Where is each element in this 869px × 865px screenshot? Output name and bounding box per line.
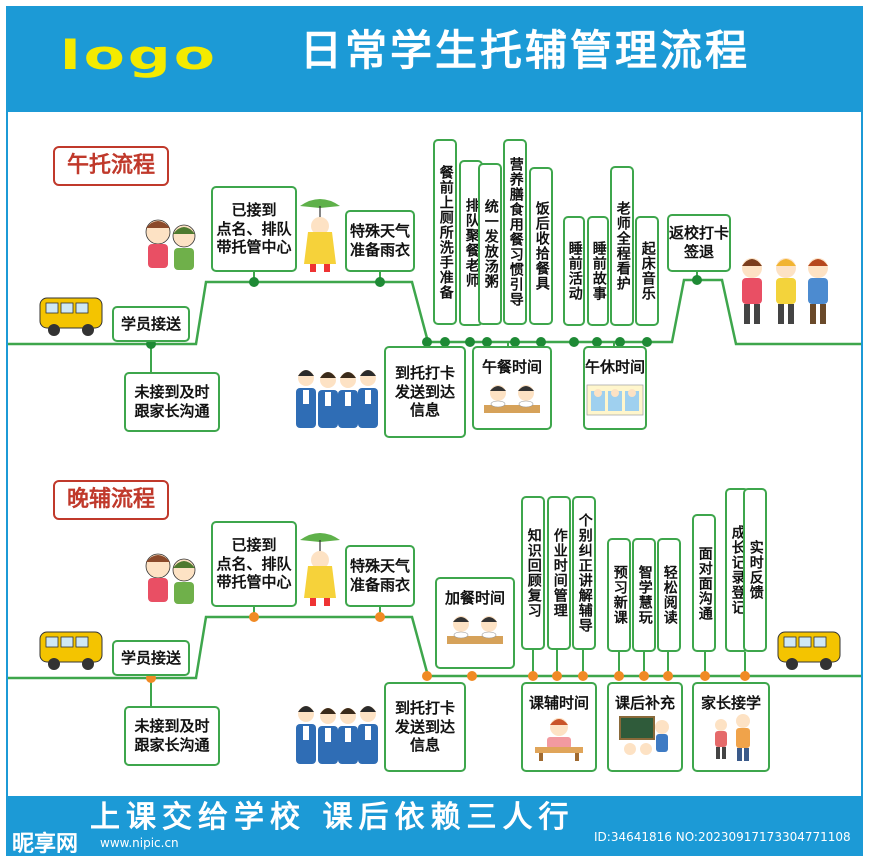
watermark-site: www.nipic.cn	[100, 836, 179, 850]
snack-illustration	[447, 616, 503, 644]
children-illustration	[145, 553, 196, 604]
nap-time-box: 午休时间	[583, 346, 647, 430]
nap-step: 起床音乐	[635, 216, 659, 326]
parent-step: 实时反馈	[743, 488, 767, 652]
footer-slogan: 上课交给学校 课后依赖三人行	[90, 800, 575, 835]
classroom-illustration	[619, 716, 669, 755]
header-bar	[8, 8, 861, 112]
watermark-id: ID:34641816 NO:20230917173304771108	[594, 830, 851, 844]
nap-step: 睡前故事	[587, 216, 609, 326]
afternoon-pickup-box: 学员接送	[112, 306, 190, 342]
lunch-step: 餐前上厕所洗手准备	[433, 139, 457, 325]
raincoat-child-illustration	[300, 533, 340, 606]
lunch-time-box: 午餐时间	[472, 346, 552, 430]
lunch-time-label: 午餐时间	[481, 358, 542, 376]
students-walking-illustration	[742, 258, 828, 324]
evening-pickup-box: 学员接送	[112, 640, 190, 676]
afternoon-weather-box: 特殊天气 准备雨衣	[345, 210, 415, 272]
after-class-label: 课后补充	[614, 694, 675, 712]
children-illustration	[145, 219, 196, 270]
extra-step: 轻松阅读	[657, 538, 681, 652]
school-bus-illustration	[39, 631, 103, 670]
logo: logo	[60, 33, 218, 79]
snack-time-label: 加餐时间	[444, 589, 505, 607]
parent-pickup-box: 家长接学	[692, 682, 770, 772]
teachers-illustration	[296, 370, 378, 428]
parent-child-illustration	[715, 714, 750, 761]
nap-time-label: 午休时间	[585, 358, 646, 376]
evening-not-picked-box: 未接到及时 跟家长沟通	[124, 706, 220, 766]
raincoat-child-illustration	[300, 199, 340, 272]
watermark-logo: 昵享网	[12, 832, 79, 857]
tutor-time-label: 课辅时间	[528, 694, 589, 712]
afternoon-flow-line	[8, 278, 861, 346]
afternoon-not-picked-box: 未接到及时 跟家长沟通	[124, 372, 220, 432]
afternoon-checkin-box: 到托打卡 发送到达 信息	[384, 346, 466, 438]
lunch-illustration	[484, 385, 540, 413]
parent-pickup-label: 家长接学	[700, 694, 761, 712]
afternoon-section-title: 午托流程	[53, 146, 169, 186]
snack-time-box: 加餐时间	[435, 577, 515, 669]
nap-step: 睡前活动	[563, 216, 585, 326]
nap-step: 老师全程看护	[610, 166, 634, 326]
page-title: 日常学生托辅管理流程	[300, 26, 751, 75]
parent-step: 面对面沟通	[692, 514, 716, 652]
nap-illustration	[586, 384, 644, 416]
tutor-step: 作业时间管理	[547, 496, 571, 650]
evening-weather-box: 特殊天气 准备雨衣	[345, 545, 415, 607]
evening-picked-box: 已接到 点名、排队 带托管中心	[211, 521, 297, 607]
extra-step: 预习新课	[607, 538, 631, 652]
homework-illustration	[535, 718, 583, 761]
after-class-box: 课后补充	[607, 682, 683, 772]
lunch-step: 统一发放汤粥	[478, 163, 502, 325]
footer-bar	[8, 796, 861, 854]
evening-section-title: 晚辅流程	[53, 480, 169, 520]
tutor-step: 个别纠正讲解辅导	[572, 496, 596, 650]
tutor-step: 知识回顾复习	[521, 496, 545, 650]
school-bus-illustration	[777, 631, 841, 670]
afternoon-picked-box: 已接到 点名、排队 带托管中心	[211, 186, 297, 272]
tutor-time-box: 课辅时间	[521, 682, 597, 772]
lunch-step: 营养膳食用餐习惯引导	[503, 139, 527, 325]
return-checkout-box: 返校打卡 签退	[667, 214, 731, 272]
teachers-illustration	[296, 706, 378, 764]
lunch-step: 饭后收拾餐具	[529, 167, 553, 325]
evening-flow-line	[8, 615, 861, 680]
evening-checkin-box: 到托打卡 发送到达 信息	[384, 682, 466, 772]
extra-step: 智学慧玩	[632, 538, 656, 652]
school-bus-illustration	[39, 297, 103, 336]
